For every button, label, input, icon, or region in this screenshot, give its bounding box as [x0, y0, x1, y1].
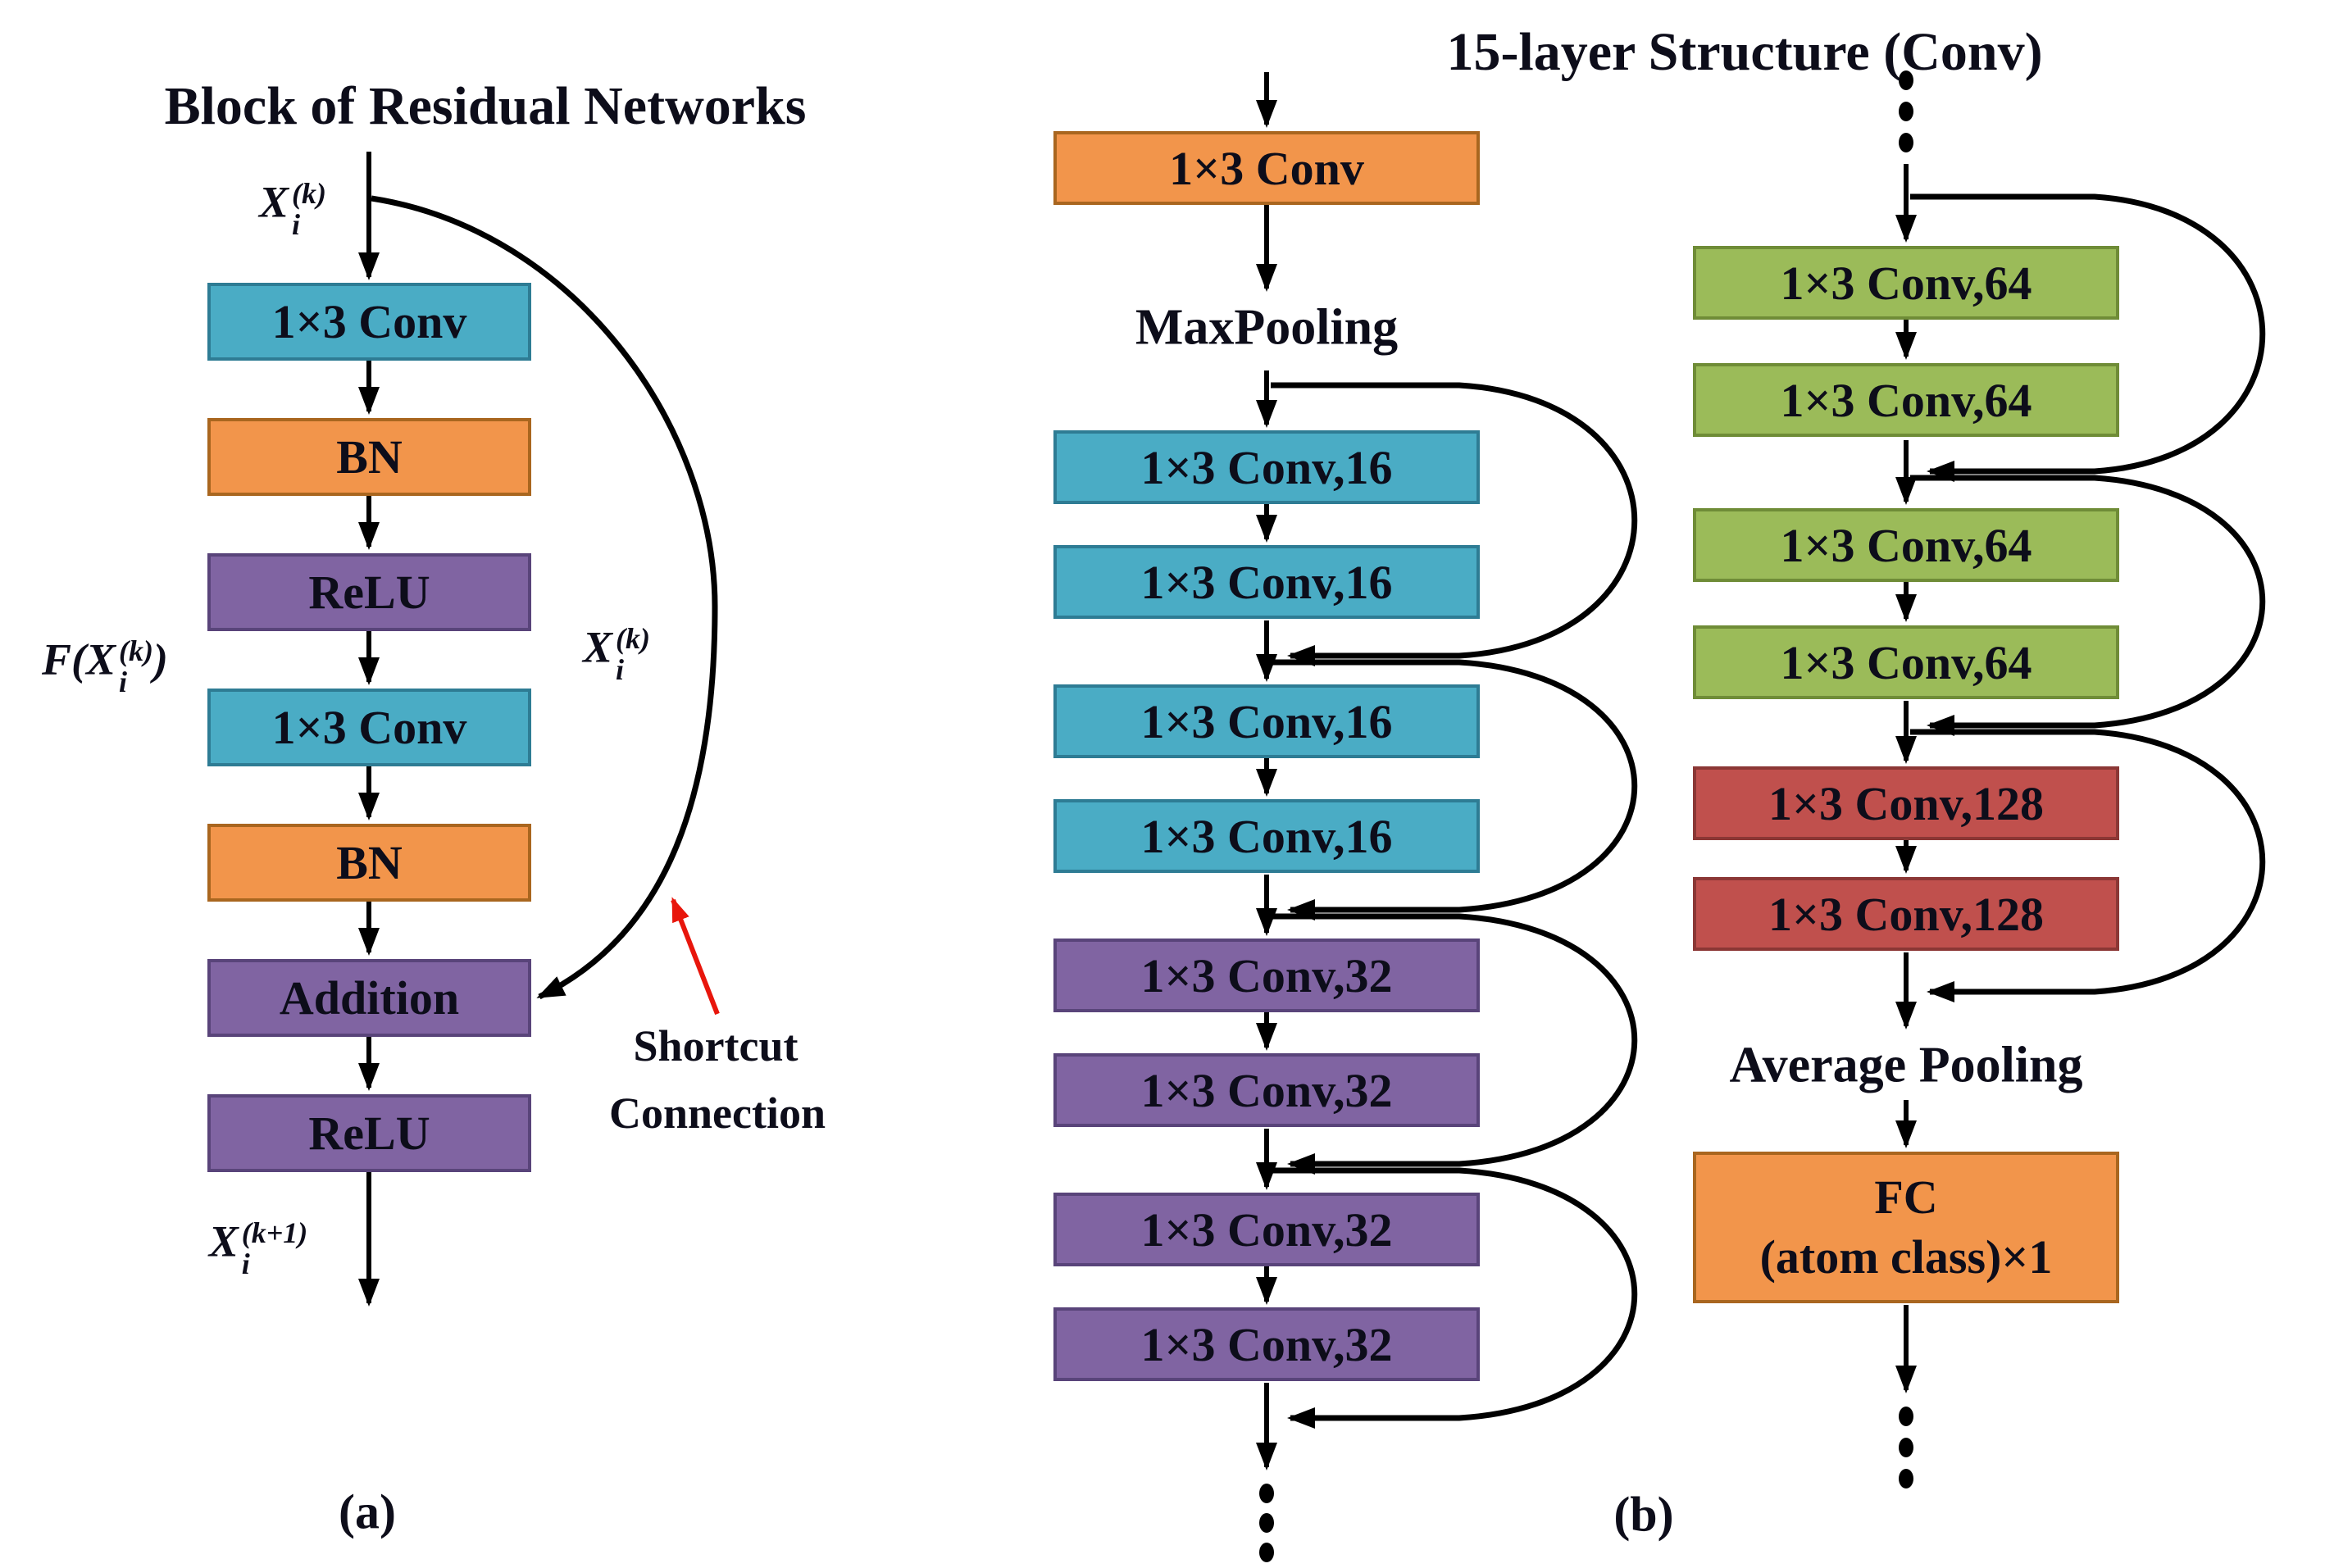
residual-function-label: F(X(k)i) [42, 634, 168, 698]
ellipsis-dots-middle-bottom [1259, 1484, 1274, 1562]
resblock-relu2-box: ReLU [207, 1094, 531, 1172]
shortcut-caption-line2: Connection [608, 1089, 826, 1138]
identity-tensor-label: X(k)i [582, 622, 651, 686]
skip-connection-5 [1910, 193, 2266, 482]
panel-b-label: (b) [1613, 1487, 1674, 1542]
conv32-box-4: 1×3 Conv,32 [1053, 1307, 1480, 1381]
conv128-box-2: 1×3 Conv,128 [1693, 877, 2119, 951]
panel-b-title: 15-layer Structure (Conv) [1446, 22, 2043, 82]
resblock-bn2-box: BN [207, 824, 531, 902]
maxpooling-label: MaxPooling [1135, 299, 1399, 356]
resblock-conv1-box: 1×3 Conv [207, 283, 531, 361]
skip-connection-curves-middle [1271, 382, 1638, 1429]
fc-box: FC (atom class)×1 [1693, 1152, 2119, 1303]
conv16-box-1: 1×3 Conv,16 [1053, 430, 1480, 504]
conv64-box-2: 1×3 Conv,64 [1693, 363, 2119, 437]
ellipsis-dots-right-top [1899, 70, 1913, 152]
skip-connection-curves-right [1910, 193, 2266, 1002]
skip-connection-1 [1271, 382, 1638, 666]
conv64-box-4: 1×3 Conv,64 [1693, 625, 2119, 699]
stem-conv-box: 1×3 Conv [1053, 131, 1480, 205]
conv16-box-2: 1×3 Conv,16 [1053, 545, 1480, 619]
resblock-relu1-box: ReLU [207, 553, 531, 631]
skip-connection-7 [1910, 729, 2266, 1002]
conv64-box-3: 1×3 Conv,64 [1693, 508, 2119, 582]
ellipsis-dots-right-bottom [1899, 1407, 1913, 1488]
conv128-box-1: 1×3 Conv,128 [1693, 766, 2119, 840]
panel-a-title: Block of Residual Networks [164, 76, 807, 136]
resblock-conv2-box: 1×3 Conv [207, 689, 531, 766]
skip-connection-2 [1271, 659, 1637, 920]
resblock-bn1-box: BN [207, 418, 531, 496]
skip-connection-4 [1271, 1167, 1637, 1429]
conv32-box-2: 1×3 Conv,32 [1053, 1053, 1480, 1127]
shortcut-connection-curve [371, 195, 718, 1000]
conv16-box-3: 1×3 Conv,16 [1053, 684, 1480, 758]
conv32-box-3: 1×3 Conv,32 [1053, 1193, 1480, 1266]
resblock-addition-box: Addition [207, 959, 531, 1037]
avgpooling-label: Average Pooling [1729, 1037, 2083, 1093]
output-tensor-label: X(k+1)i [208, 1216, 308, 1280]
panel-a-label: (a) [339, 1484, 396, 1539]
conv64-box-1: 1×3 Conv,64 [1693, 246, 2119, 320]
annotation-arrow-red [671, 897, 720, 1016]
skip-connection-3 [1271, 913, 1637, 1175]
input-tensor-label: X(k)i [258, 177, 327, 241]
conv32-box-1: 1×3 Conv,32 [1053, 939, 1480, 1012]
conv16-box-4: 1×3 Conv,16 [1053, 799, 1480, 873]
skip-connection-6 [1910, 475, 2266, 736]
shortcut-caption-line1: Shortcut [633, 1021, 799, 1070]
